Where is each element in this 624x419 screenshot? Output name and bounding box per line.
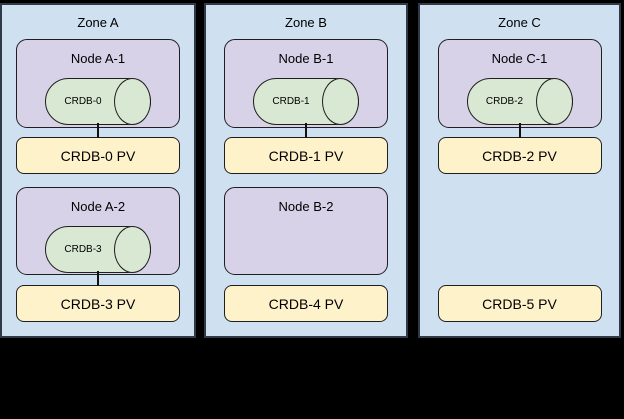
zone-b-title: Zone B bbox=[285, 15, 327, 30]
crdb-1-database-cylinder-icon: CRDB-1 bbox=[253, 78, 359, 125]
crdb-0-label: CRDB-0 bbox=[64, 96, 102, 107]
connector-line bbox=[518, 123, 521, 138]
connector-line bbox=[97, 123, 99, 138]
node-a-1: Node A-1 CRDB-0 bbox=[16, 39, 180, 128]
connector-line bbox=[97, 271, 99, 286]
node-c-1-label: Node C-1 bbox=[491, 51, 548, 66]
crdb-5-pv: CRDB-5 PV bbox=[437, 285, 602, 322]
node-b-1: Node B-1 CRDB-1 bbox=[224, 39, 388, 128]
zone-a-title: Zone A bbox=[77, 15, 119, 30]
node-a-2: Node A-2 CRDB-3 bbox=[16, 187, 180, 275]
crdb-4-pv: CRDB-4 PV bbox=[224, 285, 388, 322]
zone-c-title: Zone C bbox=[498, 15, 541, 30]
node-b-2: Node B-2 bbox=[224, 187, 388, 275]
cylinder-cap bbox=[322, 78, 359, 125]
crdb-3-pv: CRDB-3 PV bbox=[16, 285, 180, 322]
zone-c: Zone C Node C-1 CRDB-2 CRDB-2 PV CRDB-5 … bbox=[418, 3, 621, 338]
cylinder-cap bbox=[114, 226, 151, 273]
node-c-1: Node C-1 CRDB-2 bbox=[437, 39, 602, 128]
cylinder-cap bbox=[535, 78, 573, 125]
crdb-2-pv: CRDB-2 PV bbox=[437, 137, 602, 174]
node-a-1-label: Node A-1 bbox=[70, 51, 126, 66]
zone-a: Zone A Node A-1 CRDB-0 CRDB-0 PV Node A-… bbox=[0, 3, 196, 338]
connector-line bbox=[305, 123, 307, 138]
crdb-2-label: CRDB-2 bbox=[485, 96, 524, 107]
crdb-1-pv: CRDB-1 PV bbox=[224, 137, 388, 174]
crdb-3-database-cylinder-icon: CRDB-3 bbox=[45, 226, 151, 273]
crdb-2-database-cylinder-icon: CRDB-2 bbox=[466, 78, 573, 125]
zone-b: Zone B Node B-1 CRDB-1 CRDB-1 PV Node B-… bbox=[204, 3, 408, 338]
crdb-1-label: CRDB-1 bbox=[272, 96, 310, 107]
node-a-2-label: Node A-2 bbox=[70, 199, 126, 214]
node-b-2-label: Node B-2 bbox=[278, 199, 334, 214]
crdb-0-pv: CRDB-0 PV bbox=[16, 137, 180, 174]
cylinder-cap bbox=[114, 78, 151, 125]
crdb-3-label: CRDB-3 bbox=[64, 244, 102, 255]
crdb-0-database-cylinder-icon: CRDB-0 bbox=[45, 78, 151, 125]
node-b-1-label: Node B-1 bbox=[278, 51, 334, 66]
